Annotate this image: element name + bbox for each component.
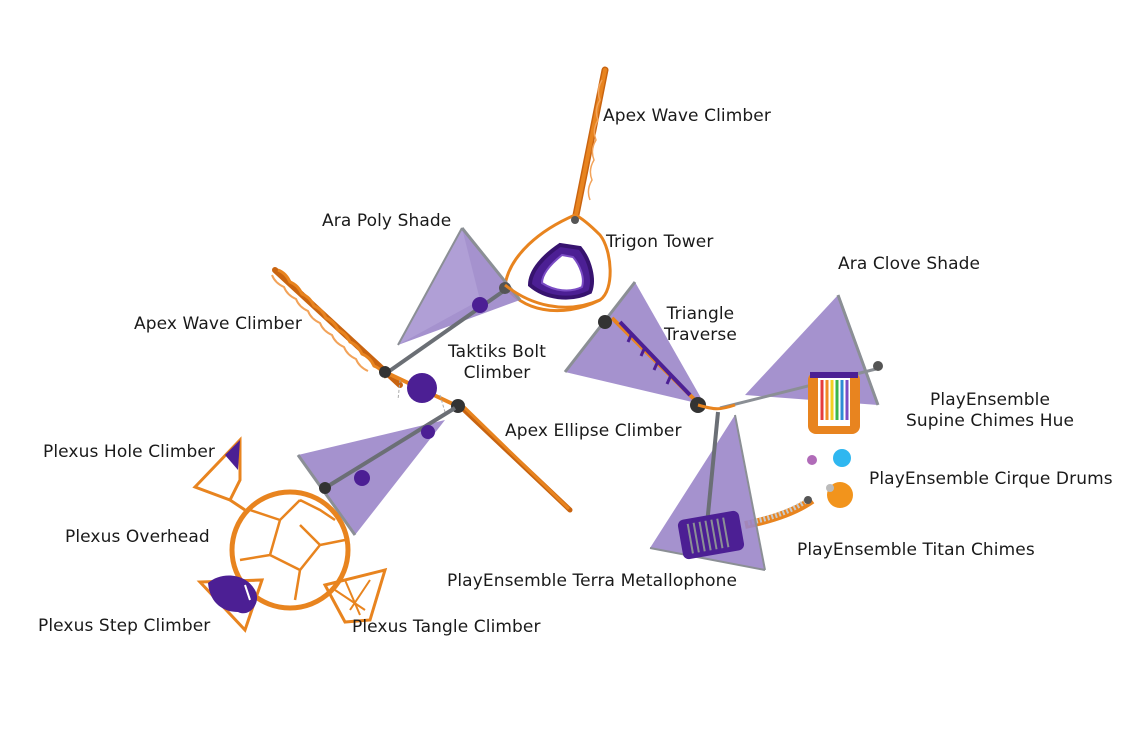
connections [504, 283, 736, 411]
cirque-drums [807, 449, 853, 508]
label-terra-metallophone: PlayEnsemble Terra Metallophone [447, 571, 738, 591]
apex-ellipse-climber [451, 399, 573, 513]
label-plexus-tangle-climber: Plexus Tangle Climber [352, 617, 541, 637]
label-triangle-traverse-line2: Traverse [664, 325, 737, 345]
label-taktiks-bolt-climber: Taktiks Bolt Climber [448, 342, 546, 384]
label-ara-poly-shade: Ara Poly Shade [322, 211, 452, 231]
plexus-hole-climber [192, 436, 246, 512]
label-apex-ellipse-climber: Apex Ellipse Climber [505, 421, 682, 441]
shade-lower-left [296, 406, 457, 536]
label-plexus-hole-climber: Plexus Hole Climber [43, 442, 216, 462]
taktiks-bolt-climber [379, 366, 456, 413]
apex-wave-climber-left [271, 267, 403, 388]
label-apex-wave-climber-left: Apex Wave Climber [134, 314, 302, 334]
label-supine-chimes-hue: PlayEnsemble Supine Chimes Hue [906, 390, 1074, 432]
label-triangle-traverse-line1: Triangle [666, 304, 735, 324]
label-triangle-traverse: Triangle Traverse [664, 304, 737, 346]
plexus-tangle-climber [322, 567, 388, 624]
terra-metallophone [649, 411, 766, 571]
label-plexus-step-climber: Plexus Step Climber [38, 616, 211, 636]
label-taktiks-bolt-line1: Taktiks Bolt [448, 342, 546, 362]
label-apex-wave-climber-top: Apex Wave Climber [603, 106, 771, 126]
supine-chimes-hue [808, 372, 860, 434]
apex-wave-climber-top [571, 66, 609, 224]
label-ara-clove-shade: Ara Clove Shade [838, 254, 981, 274]
trigon-tower [503, 213, 612, 313]
label-trigon-tower: Trigon Tower [606, 232, 714, 252]
plexus-step-climber [196, 575, 265, 633]
label-supine-chimes-line1: PlayEnsemble [930, 390, 1051, 410]
label-titan-chimes: PlayEnsemble Titan Chimes [797, 540, 1035, 560]
label-plexus-overhead: Plexus Overhead [65, 527, 210, 547]
label-supine-chimes-line2: Supine Chimes Hue [906, 411, 1075, 431]
triangle-traverse [563, 281, 706, 413]
label-taktiks-bolt-line2: Climber [463, 363, 531, 383]
plexus-overhead [229, 489, 351, 611]
label-cirque-drums: PlayEnsemble Cirque Drums [869, 469, 1113, 489]
